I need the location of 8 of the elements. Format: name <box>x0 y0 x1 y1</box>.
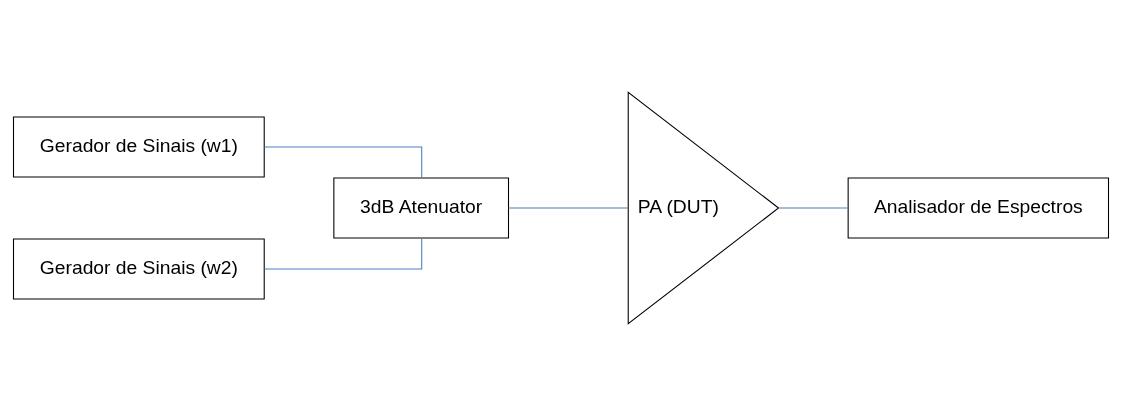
node-box: Analisador de Espectros <box>847 176 1110 239</box>
node-box: 3dB Atenuator <box>333 176 510 239</box>
connector <box>778 206 849 209</box>
connector <box>508 206 629 209</box>
node-box: Gerador de Sinais (w2) <box>12 238 265 300</box>
connector <box>264 145 423 178</box>
connector <box>264 237 423 270</box>
node-box: Gerador de Sinais (w1) <box>12 115 265 177</box>
